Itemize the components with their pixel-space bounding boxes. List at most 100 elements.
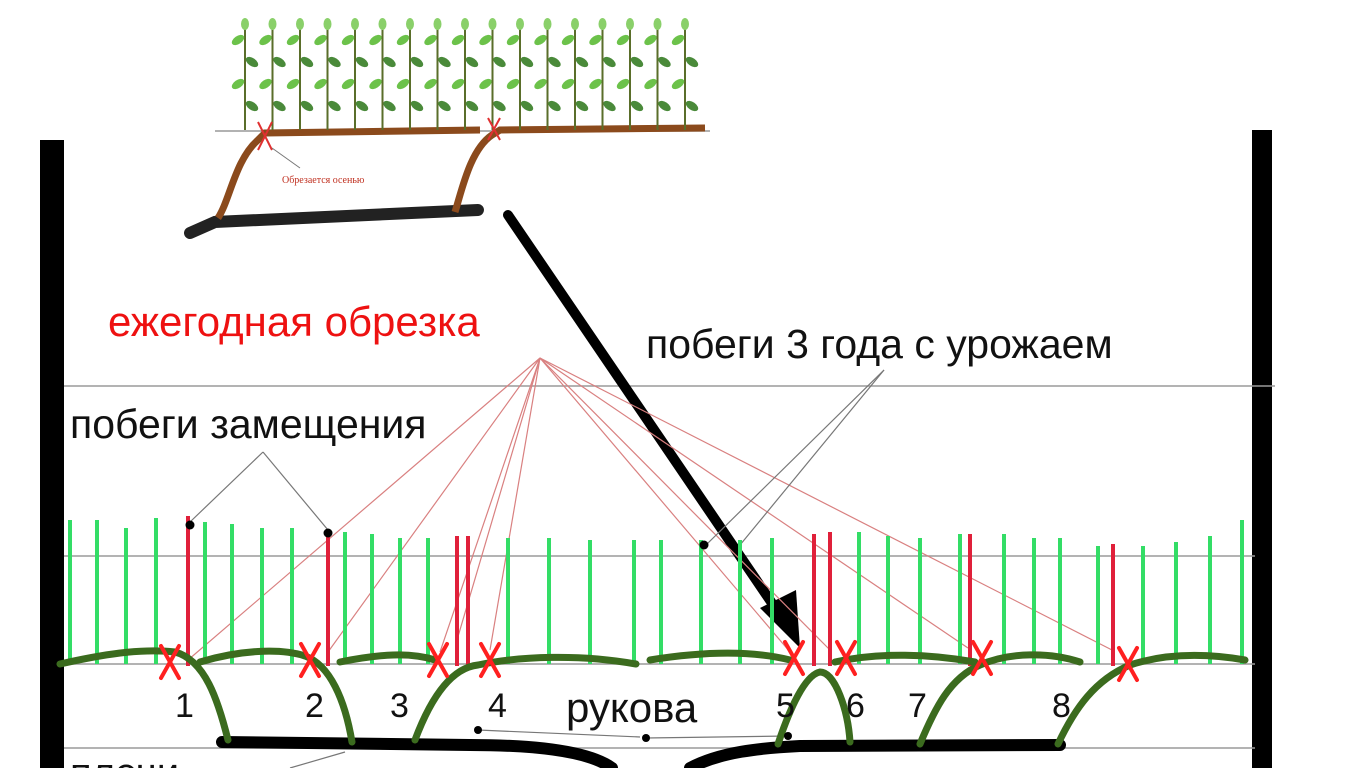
label-bottom-cut: плечи bbox=[70, 751, 179, 768]
leader-dot bbox=[699, 540, 709, 550]
cut-mark bbox=[783, 640, 805, 676]
inset-leaf bbox=[259, 78, 272, 90]
inset-leaf bbox=[658, 56, 671, 68]
inset-leaf bbox=[383, 56, 396, 68]
inset-leaf bbox=[369, 78, 382, 90]
leader-red bbox=[539, 357, 969, 649]
leader-lines bbox=[187, 357, 1113, 768]
inset-bud bbox=[626, 18, 634, 30]
inset-leaf bbox=[369, 34, 382, 46]
inset-caption-leader bbox=[271, 147, 301, 169]
inset-leaf bbox=[548, 56, 561, 68]
leader-gray bbox=[262, 451, 329, 531]
inset-leaf bbox=[410, 56, 424, 68]
leader-red bbox=[539, 357, 1113, 651]
inset-leaf bbox=[231, 78, 245, 90]
leader-gray bbox=[289, 751, 346, 768]
inset-leaf bbox=[424, 78, 437, 90]
inset-plants bbox=[231, 18, 699, 130]
inset-leaf bbox=[396, 34, 410, 46]
label-shoots-3yr: побеги 3 года с урожаем bbox=[646, 321, 1113, 367]
inset-bud bbox=[433, 18, 442, 30]
inset-leaf bbox=[616, 78, 630, 90]
inset-leaf bbox=[685, 56, 699, 68]
right-post bbox=[1252, 130, 1272, 768]
shoots bbox=[68, 516, 1244, 666]
leader-gray bbox=[189, 451, 264, 523]
cut-mark bbox=[299, 642, 321, 678]
inset-leaf bbox=[259, 34, 272, 46]
inset-leaf bbox=[341, 34, 355, 46]
leader-gray bbox=[739, 369, 885, 546]
inset-bud bbox=[378, 18, 387, 30]
inset-leaf bbox=[603, 100, 616, 112]
inset-leaf bbox=[451, 78, 465, 90]
cut-mark bbox=[1117, 646, 1139, 682]
inset-bud bbox=[351, 18, 359, 30]
inset-leaf bbox=[314, 78, 327, 90]
leader-gray bbox=[705, 369, 885, 546]
leader-red bbox=[327, 357, 541, 653]
arm-curve bbox=[646, 649, 794, 664]
inset-leaf bbox=[534, 78, 547, 90]
cut-mark bbox=[971, 640, 993, 676]
trunk bbox=[216, 736, 1066, 768]
inset-leaf bbox=[355, 56, 369, 68]
leader-dots bbox=[185, 520, 792, 742]
left-post bbox=[40, 140, 64, 768]
arm-number: 2 bbox=[305, 687, 324, 725]
inset-leaf bbox=[465, 56, 479, 68]
arm-curve bbox=[774, 668, 854, 748]
inset-leaf bbox=[644, 78, 657, 90]
inset-leaf bbox=[561, 78, 575, 90]
leader-dot bbox=[323, 528, 333, 538]
inset-bud bbox=[406, 18, 414, 30]
cut-mark bbox=[479, 642, 501, 678]
inset-leaf bbox=[479, 34, 492, 46]
inset-leaf bbox=[451, 34, 465, 46]
inset-leaf bbox=[575, 100, 589, 112]
arm-curve bbox=[336, 651, 439, 666]
inset-illustration: Обрезается осенью bbox=[184, 18, 710, 239]
leader-gray bbox=[645, 735, 789, 739]
leader-dot bbox=[642, 734, 650, 742]
inset-leaf bbox=[671, 78, 685, 90]
inset-bud bbox=[488, 18, 497, 30]
inset-leaf bbox=[603, 56, 616, 68]
inset-bud bbox=[296, 18, 304, 30]
inset-bud bbox=[681, 18, 689, 30]
inset-bud bbox=[241, 18, 249, 30]
inset-leaf bbox=[575, 56, 589, 68]
inset-leaf bbox=[328, 56, 341, 68]
inset-leaf bbox=[658, 100, 671, 112]
inset-leaf bbox=[328, 100, 341, 112]
inset-leaf bbox=[671, 34, 685, 46]
inset-bud bbox=[653, 18, 662, 30]
leader-red bbox=[456, 357, 541, 641]
inset-leaf bbox=[520, 56, 534, 68]
inset-bud bbox=[598, 18, 607, 30]
inset-leaf bbox=[300, 100, 314, 112]
leader-red bbox=[539, 357, 791, 653]
inset-leaf bbox=[438, 100, 451, 112]
inset-leaf bbox=[341, 78, 355, 90]
arm-curve bbox=[196, 647, 356, 746]
cut-marks bbox=[159, 640, 1139, 682]
inset-cut-mark-2 bbox=[487, 117, 501, 141]
inset-leaf bbox=[383, 100, 396, 112]
inset-leaf bbox=[520, 100, 534, 112]
leader-dot bbox=[474, 726, 482, 734]
arm-number: 3 bbox=[390, 687, 409, 725]
inset-cut-mark-1 bbox=[257, 121, 273, 151]
leader-gray bbox=[477, 729, 641, 738]
cut-mark bbox=[835, 640, 857, 676]
arm-numbers: 1 2 3 4 5 6 7 8 bbox=[175, 687, 1071, 725]
inset-leaf bbox=[231, 34, 245, 46]
arm-number: 6 bbox=[846, 687, 865, 725]
inset-leaf bbox=[273, 100, 286, 112]
label-annual-pruning: ежегодная обрезка bbox=[108, 298, 480, 345]
leader-red bbox=[539, 357, 831, 651]
inset-bud bbox=[543, 18, 552, 30]
inset-leaf bbox=[506, 34, 520, 46]
